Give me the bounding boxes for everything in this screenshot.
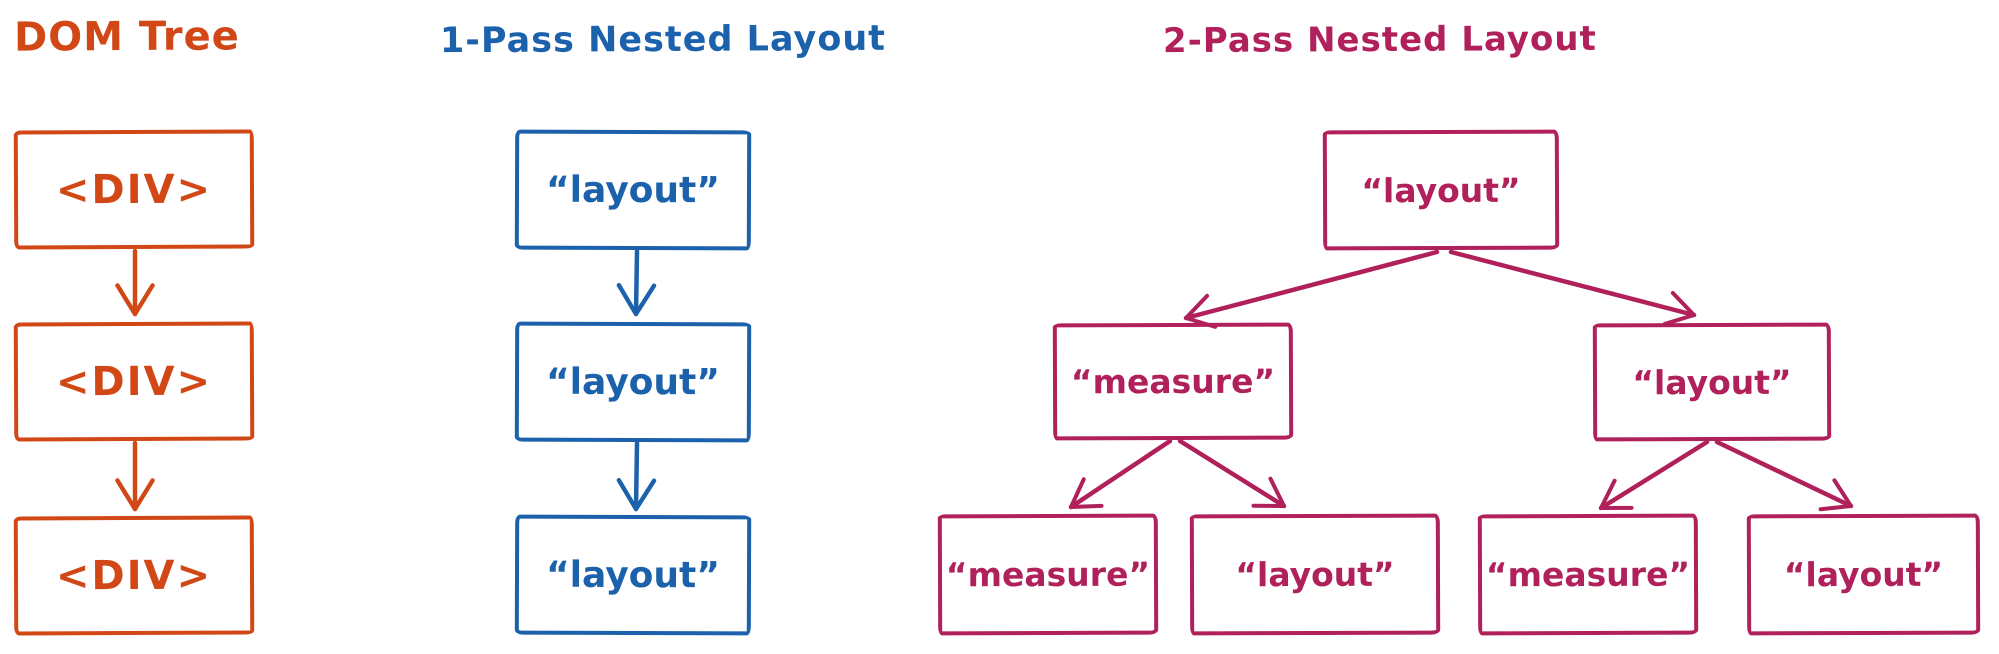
two-pass-title: 2-Pass Nested Layout [1162, 18, 1597, 62]
dom-node-2: <DIV> [13, 321, 255, 442]
one-pass-node-1: “layout” [514, 129, 752, 251]
dom-node-1: <DIV> [13, 129, 255, 250]
one-pass-node-2: “layout” [514, 321, 752, 443]
two-pass-layout-left-arrow [1598, 439, 1710, 511]
two-pass-leaf-measure-2: “measure” [1477, 513, 1699, 636]
one-pass-arrow-1 [616, 248, 657, 317]
two-pass-measure-node: “measure” [1052, 322, 1294, 441]
two-pass-root-node: “layout” [1322, 129, 1560, 251]
two-pass-leaf-layout-2: “layout” [1746, 513, 1981, 636]
one-pass-arrow-2 [616, 440, 657, 512]
one-pass-title: 1-Pass Nested Layout [439, 18, 887, 62]
two-pass-leaf-layout-1: “layout” [1189, 513, 1441, 636]
two-pass-leaf-measure-1: “measure” [937, 513, 1159, 636]
dom-tree-title: DOM Tree [13, 13, 240, 61]
two-pass-layout-right-arrow [1714, 439, 1854, 512]
two-pass-root-left-arrow [1183, 249, 1440, 329]
two-pass-measure-left-arrow [1068, 438, 1173, 510]
one-pass-node-3: “layout” [514, 514, 752, 636]
two-pass-layout-node: “layout” [1592, 322, 1832, 442]
two-pass-measure-right-arrow [1177, 438, 1287, 509]
dom-node-3: <DIV> [13, 515, 255, 636]
two-pass-root-right-arrow [1448, 249, 1697, 326]
